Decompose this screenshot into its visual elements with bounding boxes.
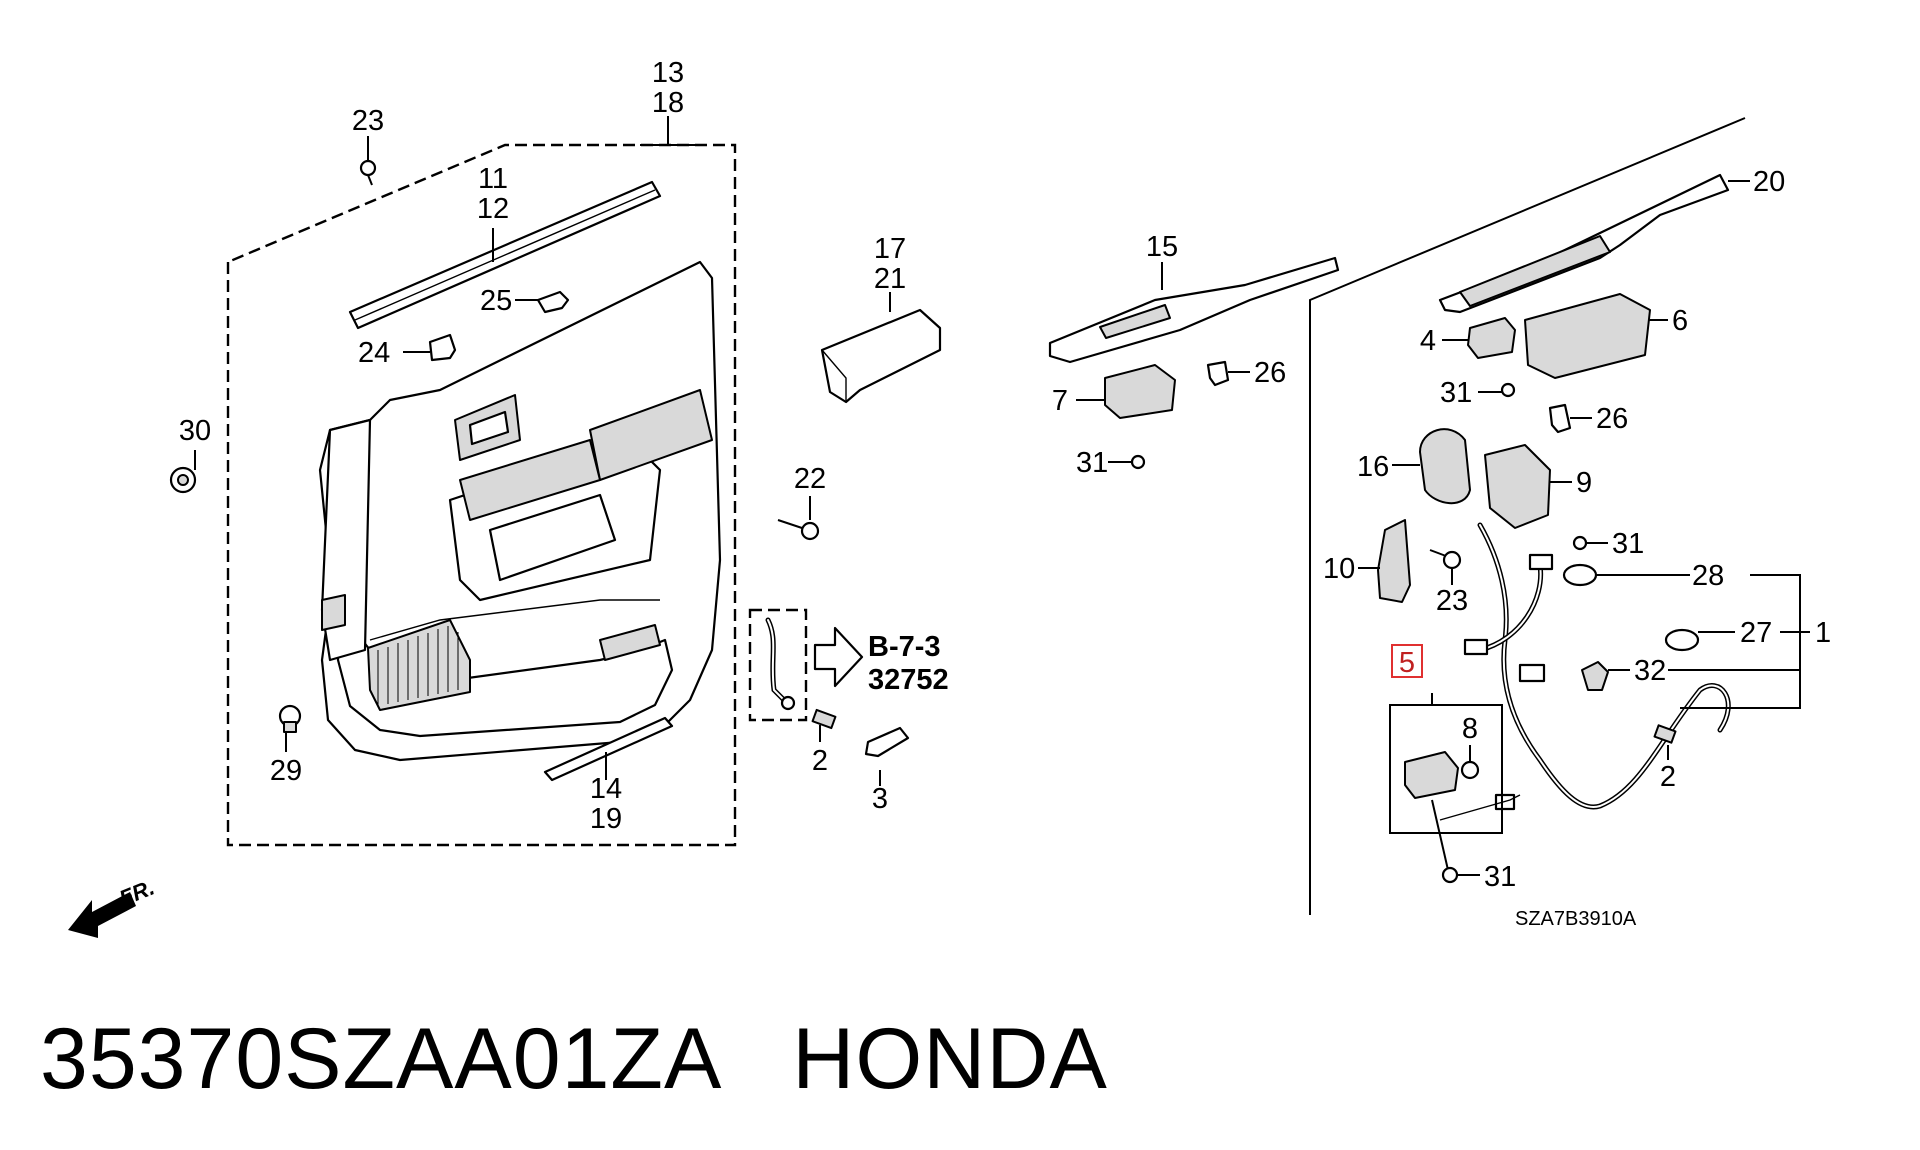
callout-20: 20 — [1753, 166, 1785, 198]
harness-inset — [748, 608, 864, 722]
callout-12: 12 — [477, 193, 509, 225]
highlight-box — [1391, 644, 1423, 678]
garnish-strip — [543, 716, 674, 782]
part-5-inset — [1389, 693, 1521, 871]
callout-29: 29 — [270, 755, 302, 787]
callout-28: 28 — [1692, 560, 1724, 592]
callout-11: 11 — [478, 163, 508, 195]
weatherstrip — [348, 180, 662, 330]
callout-26-mid: 26 — [1254, 357, 1286, 389]
callout-24: 24 — [358, 337, 390, 369]
ref-number: 32752 — [868, 664, 949, 696]
callout-25: 25 — [480, 285, 512, 317]
callout-22: 22 — [794, 463, 826, 495]
ref-section: B-7-3 — [868, 631, 941, 663]
callout-30: 30 — [179, 415, 211, 447]
callout-31-mid: 31 — [1076, 447, 1108, 479]
caption: 35370SZAA01ZA HONDA — [40, 1010, 1108, 1109]
drawing-code: SZA7B3910A — [1515, 908, 1637, 930]
callout-13: 13 — [652, 57, 684, 89]
door-lining-panel — [318, 260, 722, 762]
bolt-23-right — [1429, 549, 1462, 585]
callout-10: 10 — [1323, 553, 1355, 585]
callout-32: 32 — [1634, 655, 1666, 687]
clip-24 — [403, 333, 457, 362]
clip-26-right — [1548, 403, 1592, 434]
screw-22 — [777, 496, 820, 541]
front-marker: FR. — [116, 875, 158, 911]
clip-25 — [515, 290, 570, 314]
callout-8: 8 — [1462, 713, 1478, 745]
screw-31-mid — [1108, 454, 1146, 470]
lock-9 — [1484, 444, 1572, 529]
screw-31-bottom — [1441, 866, 1480, 884]
lamp-2-mid — [811, 708, 837, 742]
callout-5: 5 — [1399, 647, 1415, 679]
switch-6 — [1524, 293, 1668, 379]
switch-4 — [1442, 317, 1516, 359]
callout-17: 17 — [874, 233, 906, 265]
switch-7 — [1076, 364, 1176, 419]
callout-23-right: 23 — [1436, 585, 1468, 617]
callout-3: 3 — [872, 783, 888, 815]
callout-2-mid: 2 — [812, 745, 828, 777]
part-number: 35370SZAA01ZA — [40, 1011, 718, 1107]
clip-32 — [1581, 661, 1630, 691]
lamp-2-right — [1653, 724, 1677, 760]
bracket-10 — [1358, 519, 1411, 603]
callout-31-bottom: 31 — [1484, 861, 1516, 893]
callout-2-right: 2 — [1660, 761, 1676, 793]
front-arrow: FR. — [68, 875, 158, 938]
armrest-cover — [820, 292, 942, 404]
clip-26-mid — [1206, 360, 1250, 387]
brand-name: HONDA — [792, 1011, 1108, 1107]
callout-23-top: 23 — [352, 105, 384, 137]
clip-29 — [278, 704, 302, 752]
callout-6: 6 — [1672, 305, 1688, 337]
screw-31-right — [1572, 535, 1608, 551]
callout-15: 15 — [1146, 231, 1178, 263]
callout-4: 4 — [1420, 325, 1436, 357]
callout-1: 1 — [1815, 617, 1831, 649]
callout-14: 14 — [590, 773, 622, 805]
wire-harness — [1463, 522, 1731, 811]
callout-19: 19 — [590, 803, 622, 835]
lens-3 — [864, 726, 910, 786]
callout-16: 16 — [1357, 451, 1389, 483]
clamp-27 — [1664, 628, 1735, 652]
callout-18: 18 — [652, 87, 684, 119]
callout-31-upper: 31 — [1440, 377, 1472, 409]
bracket-1 — [1668, 574, 1810, 709]
parts-diagram: FR. 13 18 23 11 12 25 24 30 29 14 19 17 … — [68, 57, 1831, 938]
door-lining-group — [226, 116, 737, 847]
callout-21: 21 — [874, 263, 906, 295]
clamp-28 — [1562, 563, 1690, 587]
callout-7: 7 — [1052, 385, 1068, 417]
callout-26-right: 26 — [1596, 403, 1628, 435]
callout-9: 9 — [1576, 467, 1592, 499]
screw-31-upper — [1478, 382, 1516, 398]
callout-31-right: 31 — [1612, 528, 1644, 560]
handle-16 — [1392, 428, 1471, 505]
nut-30 — [169, 450, 197, 494]
window-switch-panel — [1048, 256, 1340, 364]
switch-trim-20 — [1438, 173, 1750, 314]
bolt-23-top — [359, 136, 377, 186]
callout-27: 27 — [1740, 617, 1772, 649]
right-group-frame — [1309, 117, 1746, 915]
callouts: 13 18 23 11 12 25 24 30 29 14 19 17 21 2… — [179, 57, 1831, 930]
